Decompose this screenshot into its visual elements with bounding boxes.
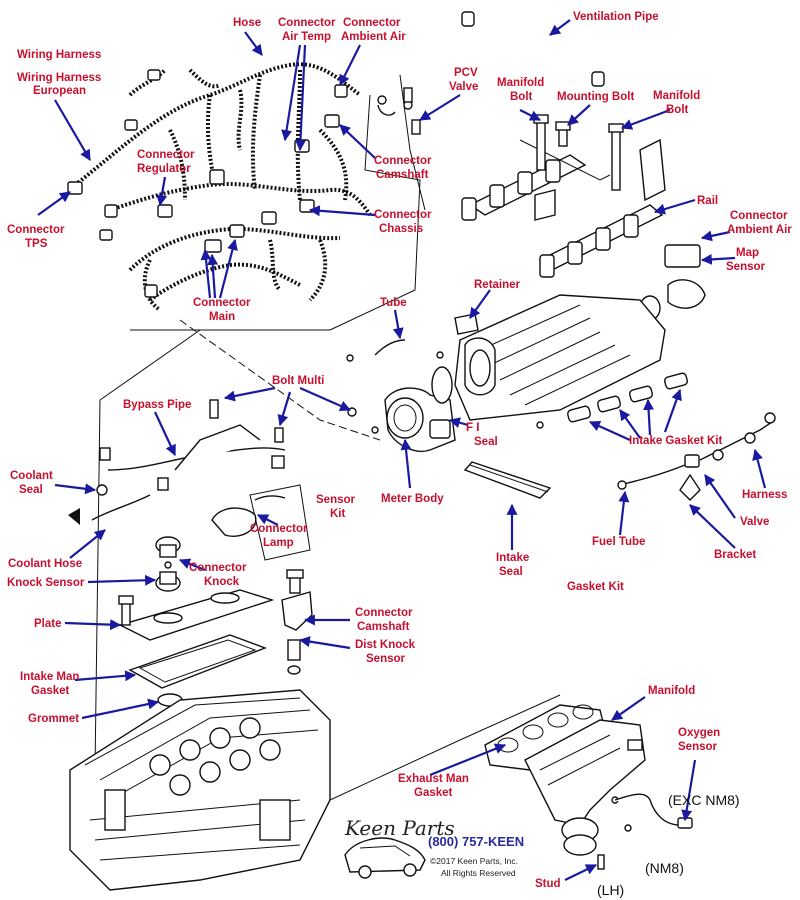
label-tube: Tube <box>380 297 407 309</box>
label-connector-regulator: Connector <box>137 149 195 161</box>
label-intake-seal: Intake <box>496 552 529 564</box>
engine-block-drawing <box>69 689 331 891</box>
exhaust-manifold-drawing <box>524 719 693 870</box>
label-coolant-hose: Coolant Hose <box>8 558 82 570</box>
label-fuel-tube: Fuel Tube <box>592 536 645 548</box>
label-bypass-pipe: Bypass Pipe <box>123 399 191 411</box>
label-connector-knock-line2: Knock <box>204 576 240 588</box>
label-connector-lamp: Connector <box>250 523 308 535</box>
label-bolt-multi: Bolt Multi <box>272 375 324 387</box>
note-nm8: (NM8) <box>645 860 684 876</box>
label-connector-camshaft-low-line2: Camshaft <box>357 621 410 633</box>
label-connector-chassis: Connector <box>374 209 432 221</box>
label-connector-tps: Connector <box>7 224 65 236</box>
label-intake-gasket-kit: Intake Gasket Kit <box>629 435 722 447</box>
label-connector-main: Connector <box>193 297 251 309</box>
label-exhaust-man-gasket: Exhaust Man <box>398 773 469 785</box>
label-knock-sensor: Knock Sensor <box>7 577 85 589</box>
label-retainer: Retainer <box>474 279 521 291</box>
label-connector-camshaft-low: Connector <box>355 607 413 619</box>
label-plate: Plate <box>34 618 62 630</box>
rights-text: All Rights Reserved <box>441 868 516 878</box>
label-connector-knock: Connector <box>189 562 247 574</box>
label-manifold-bolt-left: Manifold <box>497 77 544 89</box>
label-wiring-harness: Wiring Harness <box>17 49 101 61</box>
label-coolant-seal-line2: Seal <box>19 484 43 496</box>
label-intake-man-gasket-line2: Gasket <box>31 685 70 697</box>
label-hose: Hose <box>233 17 261 29</box>
label-sensor-kit: Sensor <box>316 494 356 506</box>
label-map-sensor-line2: Sensor <box>726 261 766 273</box>
label-manifold-bolt-right-line2: Bolt <box>666 104 689 116</box>
label-intake-man-gasket: Intake Man <box>20 671 79 683</box>
label-connector-camshaft-top-line2: Camshaft <box>376 169 429 181</box>
note-lh: (LH) <box>597 882 624 898</box>
label-manifold-bolt-right: Manifold <box>653 90 700 102</box>
label-oxygen-sensor-line2: Sensor <box>678 741 718 753</box>
fuel-rail-drawing <box>461 138 666 278</box>
part-labels: Hose Connector Air Temp Connector Ambien… <box>7 11 792 898</box>
label-stud: Stud <box>535 878 561 890</box>
label-connector-lamp-line2: Lamp <box>263 537 294 549</box>
label-coolant-seal: Coolant <box>10 470 53 482</box>
label-fi-seal: F I <box>466 422 479 434</box>
line-art <box>67 11 776 891</box>
label-ventilation-pipe: Ventilation Pipe <box>573 11 659 23</box>
label-map-sensor: Map <box>736 247 759 259</box>
label-valve: Valve <box>740 516 769 528</box>
keen-parts-branding: Keen Parts (800) 757-KEEN ©2017 Keen Par… <box>344 816 524 878</box>
label-connector-ambient-air-right: Connector <box>730 210 788 222</box>
label-connector-air-temp-line2: Air Temp <box>282 31 331 43</box>
label-connector-ambient-air-right-line2: Ambient Air <box>727 224 792 236</box>
label-rail: Rail <box>697 195 718 207</box>
label-exhaust-man-gasket-line2: Gasket <box>414 787 453 799</box>
label-connector-air-temp: Connector <box>278 17 336 29</box>
label-intake-seal-line2: Seal <box>499 566 523 578</box>
phone-number: (800) 757-KEEN <box>428 834 524 849</box>
label-harness: Harness <box>742 489 787 501</box>
label-grommet: Grommet <box>28 713 79 725</box>
label-connector-tps-line2: TPS <box>25 238 48 250</box>
label-mounting-bolt: Mounting Bolt <box>557 91 634 103</box>
label-dist-knock-sensor: Dist Knock <box>355 639 416 651</box>
label-connector-chassis-line2: Chassis <box>379 223 423 235</box>
label-pcv-valve: PCV <box>454 67 478 79</box>
label-meter-body: Meter Body <box>381 493 444 505</box>
label-gasket-kit: Gasket Kit <box>567 581 624 593</box>
note-exc-nm8: (EXC NM8) <box>668 792 740 808</box>
copyright-text: ©2017 Keen Parts, Inc. <box>430 856 518 866</box>
label-connector-regulator-line2: Regulator <box>137 163 191 175</box>
label-connector-camshaft-top: Connector <box>374 155 432 167</box>
label-connector-ambient-air-top-line2: Ambient Air <box>341 31 406 43</box>
label-oxygen-sensor: Oxygen <box>678 727 720 739</box>
label-wiring-harness-european-line2: European <box>33 85 86 97</box>
label-connector-main-line2: Main <box>209 311 235 323</box>
label-fi-seal-line2: Seal <box>474 436 498 448</box>
label-dist-knock-sensor-line2: Sensor <box>366 653 406 665</box>
keen-parts-logo: Keen Parts <box>344 816 455 840</box>
leader-arrows <box>37 19 767 881</box>
throttle-body-drawing <box>384 366 456 452</box>
label-wiring-harness-european: Wiring Harness <box>17 72 101 84</box>
label-bracket: Bracket <box>714 549 756 561</box>
label-pcv-valve-line2: Valve <box>449 81 478 93</box>
label-connector-ambient-air-top: Connector <box>343 17 401 29</box>
label-manifold: Manifold <box>648 685 695 697</box>
wiring-harness-drawing <box>67 62 372 312</box>
label-manifold-bolt-left-line2: Bolt <box>510 91 533 103</box>
intake-manifold-drawing <box>436 294 666 429</box>
label-sensor-kit-line2: Kit <box>330 508 346 520</box>
